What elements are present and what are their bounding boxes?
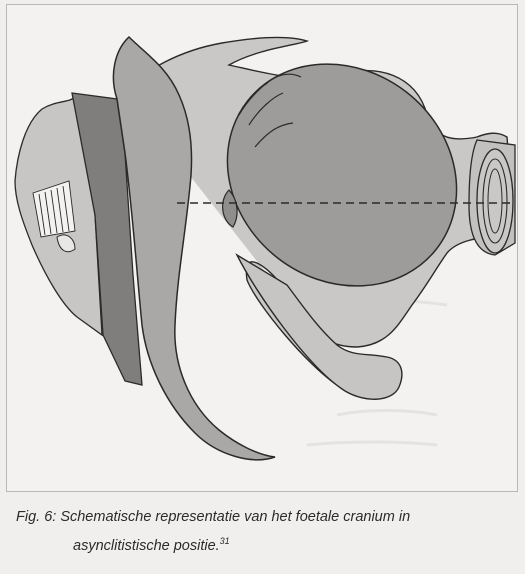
caption-line-1: Fig. 6: Schematische representatie van h… xyxy=(16,509,410,525)
figure-caption: Fig. 6: Schematische representatie van h… xyxy=(16,505,516,558)
femur-ring xyxy=(469,140,515,255)
figure-frame xyxy=(6,4,518,492)
caption-line-2: asynclitistische positie.31 xyxy=(16,529,516,558)
caption-line-2-text: asynclitistische positie. xyxy=(73,538,220,554)
pelvis-diagram xyxy=(7,5,519,493)
footnote-reference: 31 xyxy=(220,536,230,546)
